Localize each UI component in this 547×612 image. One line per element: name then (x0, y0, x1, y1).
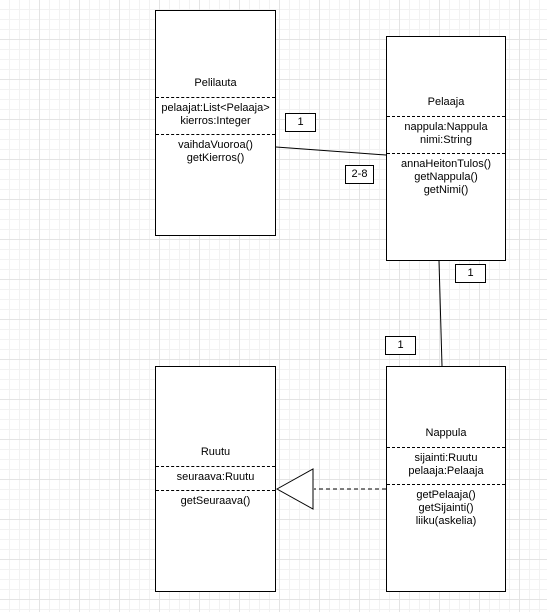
method: getSeuraava() (180, 495, 251, 507)
methods-section: vaihdaVuoroa() getKierros() (156, 134, 275, 171)
attribute: pelaaja:Pelaaja (408, 464, 484, 477)
class-pelilauta[interactable]: Pelilauta pelaajat:List<Pelaaja> kierros… (155, 10, 276, 236)
class-name: Nappula (425, 426, 467, 439)
method: getKierros() (186, 152, 245, 164)
methods-section: annaHeitonTulos() getNappula() getNimi() (387, 153, 505, 203)
method: liiku(askelia) (415, 514, 477, 527)
methods-section: getSeuraava() (156, 490, 275, 514)
method: annaHeitonTulos() (400, 158, 492, 170)
association-pelaaja-nappula[interactable] (438, 260, 443, 367)
attribute: nappula:Nappula (404, 121, 488, 133)
attributes-section: pelaajat:List<Pelaaja> kierros:Integer (156, 97, 275, 134)
methods-section: getPelaaja() getSijainti() liiku(askelia… (387, 483, 505, 534)
method: getSijainti() (418, 501, 474, 514)
attributes-section: nappula:Nappula nimi:String (387, 116, 505, 153)
method: getNappula() (414, 171, 478, 183)
class-nappula[interactable]: Nappula sijainti:Ruutu pelaaja:Pelaaja g… (386, 366, 506, 592)
multiplicity-label[interactable]: 1 (285, 113, 316, 132)
attribute: seuraava:Ruutu (176, 471, 255, 483)
attribute: nimi:String (420, 134, 472, 146)
attributes-section: seuraava:Ruutu (156, 466, 275, 490)
attribute: kierros:Integer (180, 115, 251, 127)
attribute: sijainti:Ruutu (414, 451, 478, 464)
association-pelilauta-pelaaja[interactable] (275, 146, 387, 156)
method: getPelaaja() (416, 488, 476, 501)
multiplicity-label[interactable]: 1 (455, 264, 486, 283)
attribute: pelaajat:List<Pelaaja> (161, 102, 270, 114)
class-ruutu[interactable]: Ruutu seuraava:Ruutu getSeuraava() (155, 366, 276, 592)
method: vaihdaVuoroa() (178, 139, 253, 151)
multiplicity-label[interactable]: 2-8 (345, 165, 374, 184)
class-name: Pelaaja (427, 96, 465, 108)
multiplicity-label[interactable]: 1 (385, 336, 416, 355)
class-name: Pelilauta (194, 77, 237, 89)
attributes-section: sijainti:Ruutu pelaaja:Pelaaja (387, 446, 505, 484)
method: getNimi() (423, 184, 469, 196)
class-pelaaja[interactable]: Pelaaja nappula:Nappula nimi:String anna… (386, 36, 506, 261)
class-name: Ruutu (200, 446, 231, 458)
inheritance-arrowhead (275, 468, 314, 510)
